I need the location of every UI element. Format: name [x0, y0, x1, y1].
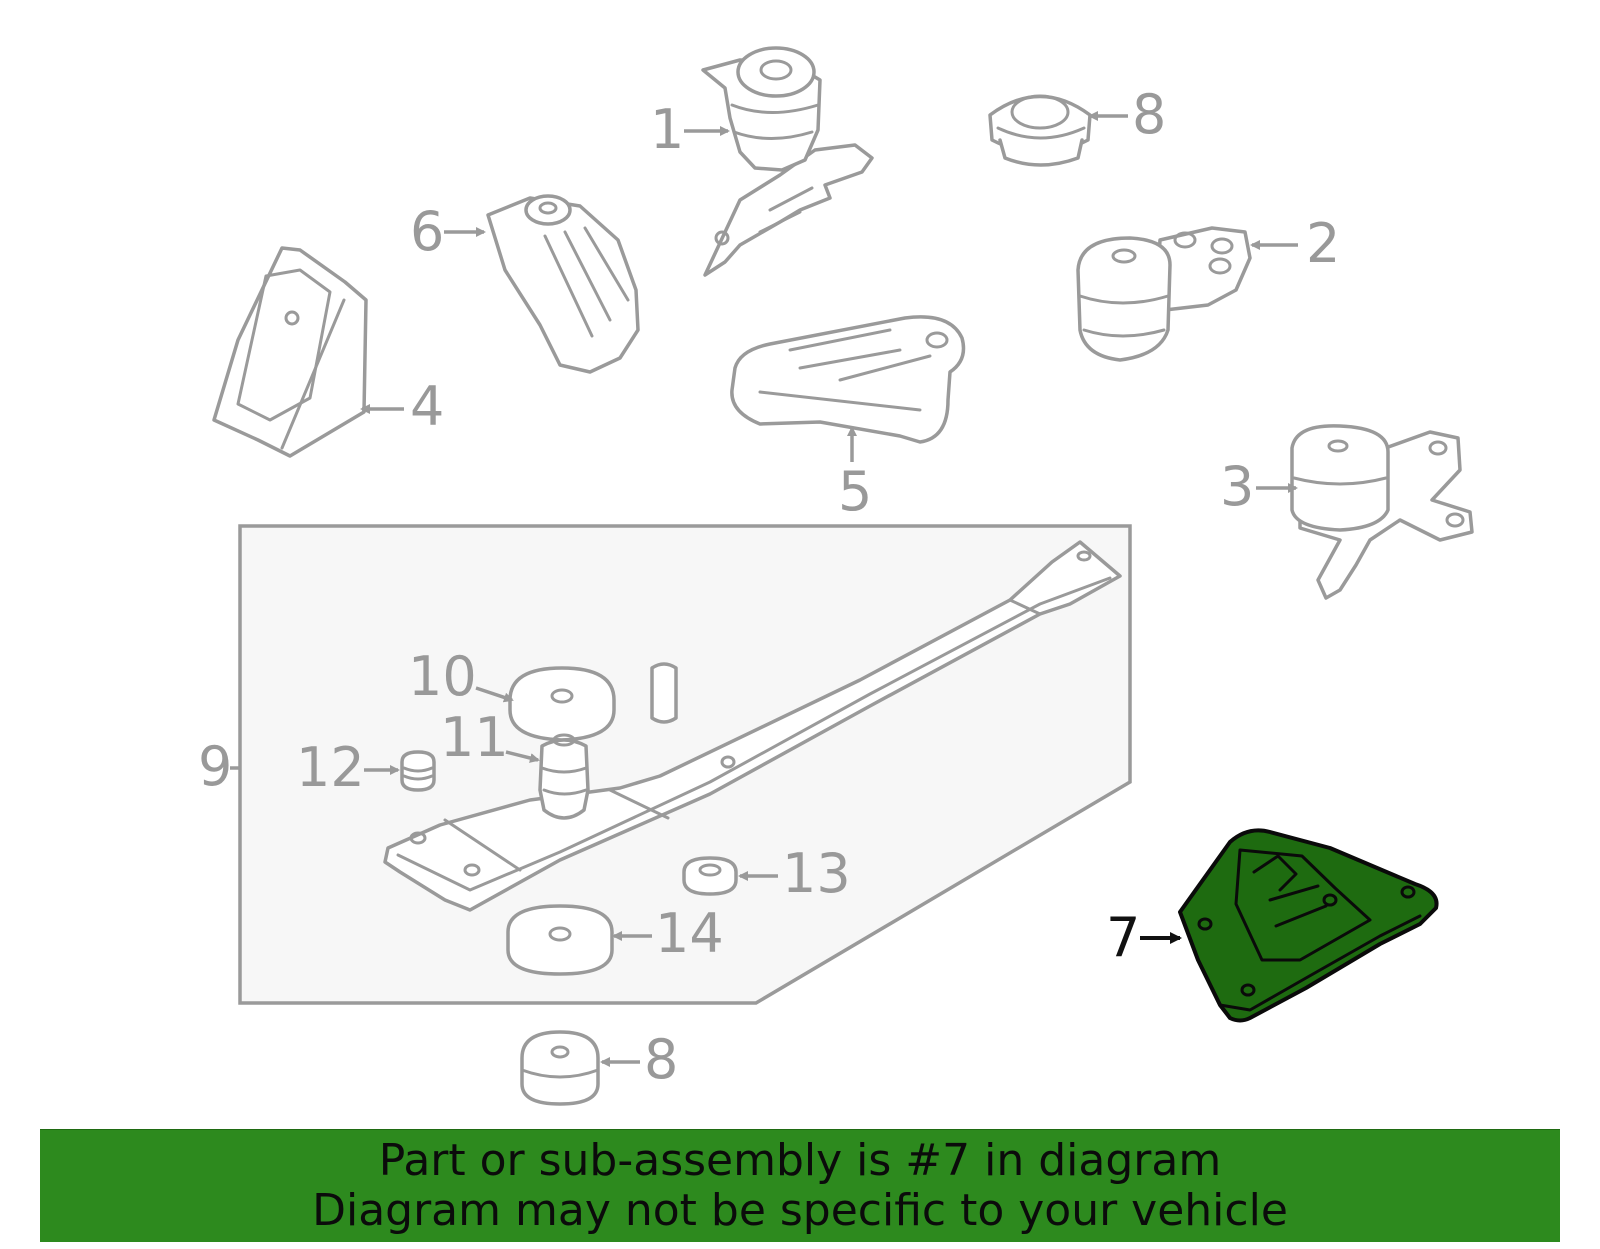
- banner-line-2: Diagram may not be specific to your vehi…: [312, 1185, 1288, 1236]
- part-14-pad[interactable]: [506, 904, 614, 976]
- label-7: 7: [1106, 906, 1140, 969]
- label-1: 1: [650, 98, 684, 161]
- label-9: 9: [198, 735, 232, 798]
- part-6-mount[interactable]: [486, 194, 640, 374]
- label-5: 5: [838, 460, 872, 523]
- part-10-washer[interactable]: [508, 666, 616, 742]
- part-1-engine-mount[interactable]: [701, 46, 874, 277]
- part-3-mount[interactable]: [1290, 424, 1474, 600]
- label-10: 10: [408, 645, 477, 708]
- label-8-top: 8: [1132, 83, 1166, 146]
- pin[interactable]: [650, 662, 678, 724]
- part-8-bushing-bottom[interactable]: [520, 1030, 600, 1106]
- leader-10: [475, 686, 514, 703]
- leader-11: [505, 750, 540, 763]
- label-11: 11: [440, 706, 509, 769]
- part-11-bushing[interactable]: [538, 733, 590, 820]
- label-12: 12: [296, 736, 365, 799]
- label-6: 6: [410, 200, 444, 263]
- part-8-bushing-top[interactable]: [988, 94, 1092, 167]
- part-2-mount[interactable]: [1076, 226, 1252, 362]
- part-12-nut[interactable]: [400, 750, 436, 792]
- part-5-plate[interactable]: [730, 315, 966, 444]
- part-13-washer[interactable]: [682, 856, 738, 896]
- label-3: 3: [1220, 455, 1254, 518]
- part-7-mount-plate[interactable]: [1178, 828, 1439, 1023]
- label-14: 14: [655, 902, 724, 965]
- banner-line-1: Part or sub-assembly is #7 in diagram: [378, 1135, 1222, 1186]
- label-13: 13: [782, 842, 851, 905]
- part-4-bracket[interactable]: [212, 246, 368, 458]
- info-banner: Part or sub-assembly is #7 in diagram Di…: [40, 1129, 1560, 1242]
- label-4: 4: [410, 375, 444, 438]
- label-8-bottom: 8: [644, 1028, 678, 1091]
- label-2: 2: [1306, 212, 1340, 275]
